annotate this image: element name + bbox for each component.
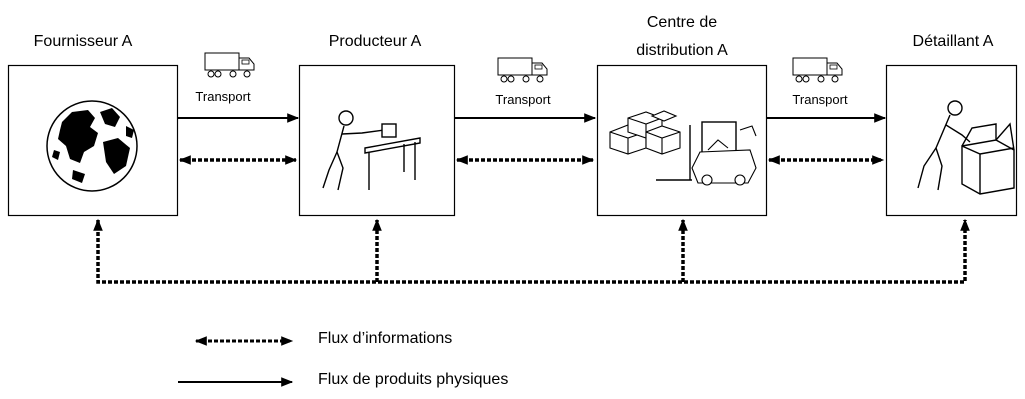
transport-label: Transport — [195, 89, 251, 104]
worker-with-box-icon — [917, 100, 1015, 195]
truck-icon — [204, 52, 255, 78]
legend — [178, 336, 294, 387]
transport-label: Transport — [792, 92, 848, 107]
node-box-producer — [298, 64, 456, 217]
node-label-distribution-line1: Centre de — [646, 14, 718, 31]
transport-label: Transport — [495, 92, 551, 107]
worker-at-table-icon — [322, 110, 421, 191]
node-label-producer: Producteur A — [328, 33, 422, 50]
info-bus-line — [93, 218, 970, 284]
truck-icon — [792, 57, 843, 83]
boxes-and-forklift-icon — [609, 110, 757, 186]
legend-info-flow-label: Flux d’informations — [318, 330, 453, 347]
node-label-distribution-line2: distribution A — [636, 42, 728, 59]
info-flow-arrows — [93, 155, 970, 284]
node-label-supplier: Fournisseur A — [33, 33, 133, 50]
legend-physical-flow-label: Flux de produits physiques — [318, 371, 509, 388]
node-label-retailer: Détaillant A — [912, 33, 994, 50]
truck-icon — [497, 57, 548, 83]
globe-icon — [46, 100, 138, 192]
